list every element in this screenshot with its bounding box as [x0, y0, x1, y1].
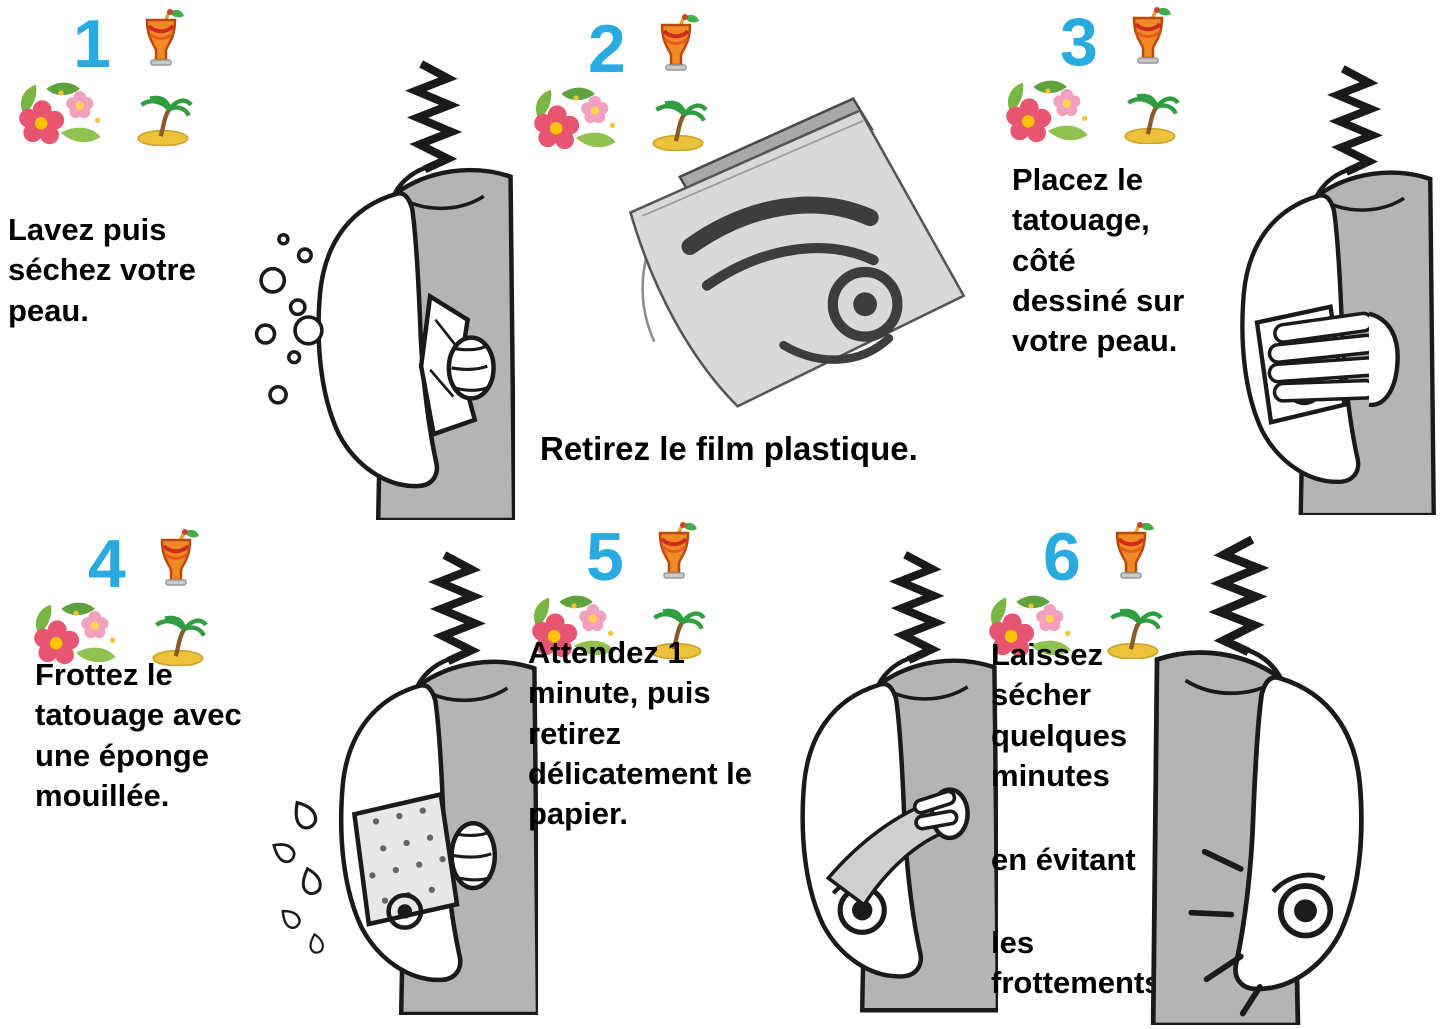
- tribal-design: [681, 196, 903, 364]
- step-6-header: 6: [985, 519, 1185, 688]
- illustration-placing-tattoo: [1165, 60, 1440, 515]
- illustration-sponge-rubbing: [268, 545, 538, 1015]
- step-5-header: 5: [528, 519, 728, 688]
- step-number: 6: [1043, 519, 1081, 595]
- step-number: 4: [88, 526, 126, 602]
- step-text: Frottez le tatouage avec une éponge moui…: [35, 657, 242, 813]
- step-text: les frottements.: [991, 925, 1171, 1001]
- tropical-drink-icon: [1115, 520, 1155, 580]
- soap-bubbles: [254, 232, 324, 405]
- emphasis-lines: [1188, 848, 1263, 1017]
- step-2-header: 2: [530, 11, 730, 180]
- illustration-arm-washing: [254, 55, 515, 520]
- step-3-header: 3: [1002, 4, 1202, 173]
- step-5: 5 Attendez 1 minute, puis retirez délica…: [520, 515, 990, 1029]
- step-4-header: 4: [30, 526, 230, 695]
- step-6: 6 Laissez sécher quelques minutes en évi…: [985, 515, 1445, 1029]
- pinching-hand: [912, 787, 970, 841]
- step-number: 1: [73, 6, 111, 82]
- tropical-drink-icon: [145, 7, 185, 67]
- sheet-edge-line: [642, 119, 864, 217]
- tropical-drink-icon: [660, 12, 700, 72]
- tattoo-sheet: [628, 108, 966, 408]
- hand: [449, 820, 498, 891]
- design-center-dot: [853, 292, 877, 317]
- step-number: 3: [1060, 4, 1098, 80]
- illustration-tattoo-drying: [1150, 530, 1442, 1025]
- step-text: Placez le tatouage, côté dessiné sur vot…: [1012, 162, 1185, 359]
- illustration-peeling-paper: [730, 533, 998, 1023]
- water-droplets: [268, 796, 326, 956]
- hand-palm: [1368, 311, 1400, 407]
- step-text: Laissez sécher quelques minutes: [991, 637, 1128, 793]
- step-text: Lavez puis séchez votre peau.: [8, 212, 196, 328]
- step-3: 3 Placez le tatouage, côté dessiné sur v…: [990, 0, 1445, 515]
- wet-sponge: [351, 791, 460, 930]
- palm-island-icon: [135, 94, 193, 146]
- hand: [446, 335, 496, 401]
- step-1: 1 Lavez puis séchez votre peau.: [0, 0, 520, 515]
- step-4: 4 Frottez le tatouage avec une éponge mo…: [0, 515, 520, 1029]
- flowers-icon: [19, 82, 101, 145]
- tropical-drink-icon: [160, 527, 200, 587]
- step-text: Retirez le film plastique.: [540, 430, 918, 467]
- step-2: 2 Retirez le film plastique.: [520, 0, 990, 515]
- step-text: en évitant: [991, 842, 1136, 877]
- tropical-drink-icon: [1132, 5, 1172, 65]
- step-text-group: Laissez sécher quelques minutes en évita…: [991, 635, 1231, 1015]
- tropical-drink-icon: [658, 520, 698, 580]
- step-number: 5: [586, 519, 624, 595]
- pressing-fingers: [1267, 311, 1380, 403]
- step-1-header: 1: [15, 6, 215, 175]
- illustration-tattoo-sheet: [628, 96, 966, 408]
- step-text: Attendez 1 minute, puis retirez délicate…: [528, 635, 752, 832]
- step-number: 2: [588, 11, 626, 87]
- flowers-icon: [1006, 80, 1088, 143]
